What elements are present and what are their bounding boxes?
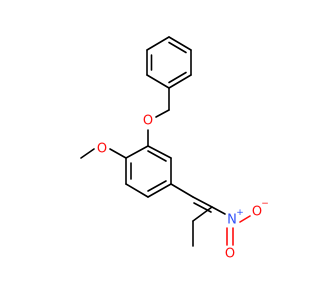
bond-alkene-ch2 [192,206,213,222]
bond-ring-o-methoxy [109,148,127,159]
bond-inner [168,71,187,84]
bond-ch2-o [155,109,170,118]
bond [125,145,149,159]
oxygen-atom-nitro-double: O [225,247,235,262]
negative-charge: − [261,199,269,209]
oxygen-atom-methoxy: O [97,142,107,157]
bond [147,183,172,198]
bond [125,183,149,198]
bond-inner [147,180,167,192]
benzyl-phenyl-ring [146,36,192,89]
bond-c-n [211,206,226,215]
oxygen-atom-ether: O [143,114,153,129]
bond [146,74,170,89]
nitrogen-atom-nitro: N [227,213,237,228]
bond [146,36,170,51]
bond-methoxy-ch3 [80,148,95,159]
bond-inner [168,41,187,54]
oxygen-atom-nitro-single: O [252,205,262,220]
bond-ring-ch [170,183,194,198]
background [0,0,300,300]
bond [168,36,192,51]
bond [147,145,172,159]
molecule-structure: O O N + O O − [0,0,300,300]
central-benzene-ring [125,145,172,198]
positive-charge: + [236,208,244,218]
bond-alkene [192,196,213,208]
bond-inner [147,150,167,162]
bond-n-o-single [239,215,251,223]
bond [168,74,192,89]
